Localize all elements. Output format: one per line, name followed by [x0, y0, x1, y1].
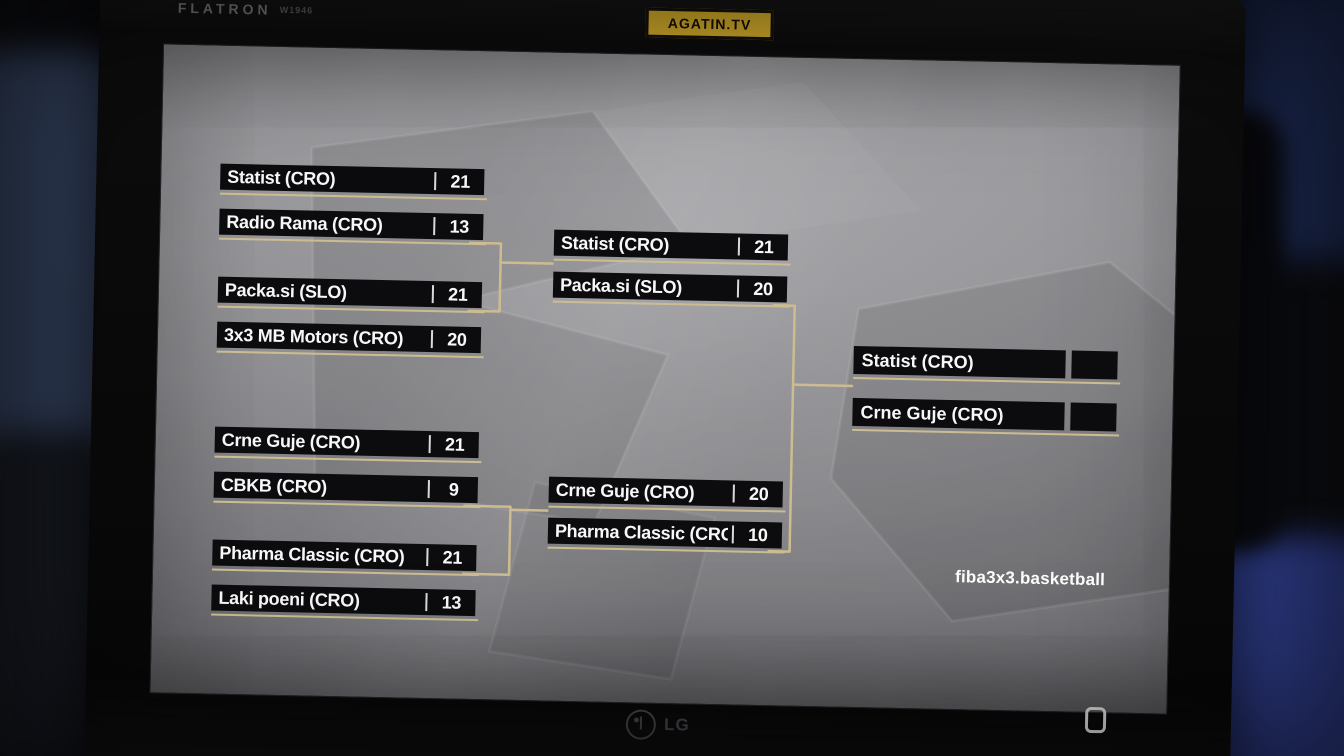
score-divider	[426, 548, 429, 567]
sf-match1-team1: Statist (CRO) 21	[553, 229, 789, 261]
sf-match2-team1: Crne Guje (CRO) 20	[548, 476, 784, 508]
fiba3x3-url-label: fiba3x3.basketball	[954, 567, 1106, 590]
score-divider	[431, 285, 435, 304]
bracket-connector-lines	[461, 241, 854, 577]
team-name: Laki poeni (CRO)	[218, 587, 360, 611]
score-divider	[737, 237, 741, 256]
team-score: 13	[441, 591, 462, 613]
lg-logo-text: LG	[663, 715, 690, 735]
qf-match2-team1: Packa.si (SLO) 21	[217, 276, 483, 309]
team-score: 10	[747, 524, 768, 545]
agatin-tv-sticker: AGATIN.TV	[645, 7, 774, 41]
qf-match1-team2: Radio Rama (CRO) 13	[219, 208, 484, 241]
team-name: CBKB (CRO)	[220, 474, 328, 497]
team-score: 21	[447, 283, 468, 305]
model-text: W1946	[279, 4, 314, 16]
qf-match2-team2: 3x3 MB Motors (CRO) 20	[216, 321, 482, 354]
team-score: 13	[449, 215, 470, 237]
team-name: Radio Rama (CRO)	[226, 211, 383, 235]
team-name: Packa.si (SLO)	[559, 274, 683, 297]
team-score: 21	[754, 236, 774, 257]
monitor-screen: Statist (CRO) 21 Radio Rama (CRO) 13 Pac…	[149, 43, 1181, 715]
team-name: Statist (CRO)	[560, 232, 670, 255]
team-name: 3x3 MB Motors (CRO)	[223, 324, 404, 349]
team-score: 20	[748, 483, 769, 504]
team-name: Pharma Classic (CRO)	[219, 542, 405, 567]
score-divider	[434, 172, 437, 191]
qf-match3-team2: CBKB (CRO) 9	[213, 471, 479, 504]
team-score: 21	[442, 546, 463, 568]
qf-match4-team1: Pharma Classic (CRO) 21	[212, 539, 477, 572]
lg-face-icon	[625, 709, 657, 740]
qf-match3-team1: Crne Guje (CRO) 21	[214, 426, 479, 459]
brand-text: FLATRON	[177, 0, 272, 18]
power-indicator	[1084, 706, 1107, 734]
lg-monitor: FLATRON W1946 AGATIN.TV	[83, 0, 1247, 756]
team-score: 20	[447, 328, 467, 350]
sticker-text: AGATIN.TV	[667, 14, 752, 33]
score-divider	[425, 593, 428, 612]
team-name: Crne Guje (CRO)	[221, 429, 361, 453]
score-divider	[430, 330, 434, 349]
score-divider	[433, 217, 436, 236]
team-score	[1071, 350, 1118, 380]
team-name: Statist (CRO)	[853, 345, 1066, 379]
score-divider	[427, 480, 430, 499]
team-name: Pharma Classic (CRO)	[554, 520, 729, 545]
monitor-brand-label: FLATRON W1946	[178, 0, 314, 19]
final-team1: Statist (CRO)	[853, 345, 1118, 380]
score-divider	[731, 525, 735, 544]
team-name: Crne Guje (CRO)	[852, 397, 1065, 431]
score-divider	[736, 279, 740, 298]
qf-match1-team1: Statist (CRO) 21	[220, 163, 485, 196]
team-name: Statist (CRO)	[227, 166, 336, 189]
score-divider	[732, 484, 735, 503]
qf-match4-team2: Laki poeni (CRO) 13	[211, 584, 476, 617]
team-score: 21	[444, 433, 465, 455]
team-score: 9	[448, 478, 459, 500]
score-divider	[428, 435, 431, 454]
final-team2: Crne Guje (CRO)	[852, 397, 1117, 432]
team-score: 21	[450, 170, 471, 192]
team-score: 20	[753, 278, 773, 299]
sf-match1-team2: Packa.si (SLO) 20	[552, 271, 788, 303]
team-name: Packa.si (SLO)	[224, 279, 347, 302]
sf-match2-team2: Pharma Classic (CRO) 10	[547, 517, 783, 549]
team-name: Crne Guje (CRO)	[555, 479, 695, 503]
team-score	[1070, 402, 1117, 432]
